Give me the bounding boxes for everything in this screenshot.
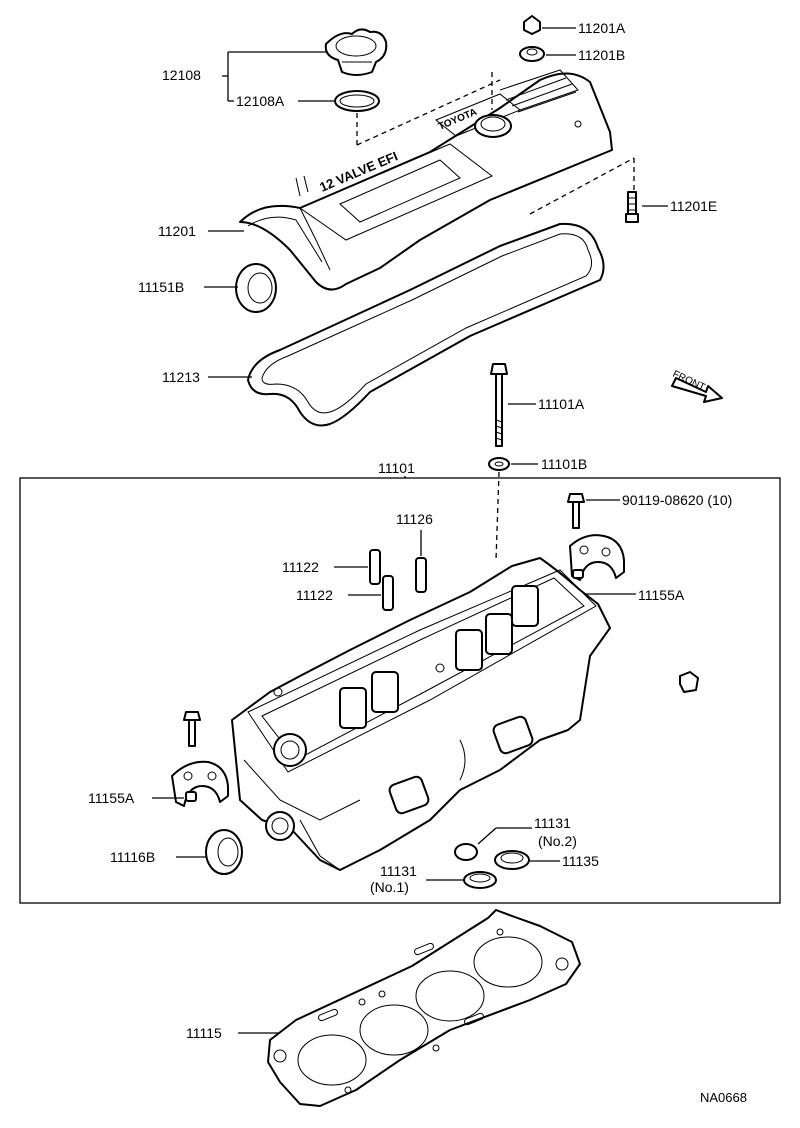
label-11131-no2-sub: (No.2)	[538, 833, 577, 849]
filler-cap-gasket	[334, 90, 380, 112]
valve-guide-11122-b	[382, 575, 394, 611]
camshaft-bearing-cap-right	[569, 534, 625, 581]
cylinder-head-cover: 12 VALVE EFI TOYOTA	[239, 69, 613, 291]
cylinder-head-assy-frame	[19, 477, 781, 904]
label-11201: 11201	[158, 223, 196, 239]
label-12108A: 12108A	[236, 93, 285, 109]
label-11131-no2: 11131	[534, 815, 571, 831]
cover-grommet	[519, 46, 545, 62]
label-11101: 11101	[378, 460, 415, 476]
camshaft-bearing-cap-left	[171, 760, 229, 807]
camshaft-seal-11116B	[205, 829, 243, 875]
label-11126: 11126	[396, 511, 433, 527]
head-bolt	[490, 363, 508, 447]
label-11122-a: 11122	[282, 559, 319, 575]
label-11155A-left: 11155A	[88, 790, 135, 806]
oil-filler-cap	[324, 28, 388, 76]
label-11122-b: 11122	[296, 587, 333, 603]
plug-11131-no2	[454, 843, 478, 861]
label-11115: 11115	[186, 1025, 222, 1041]
camshaft-oil-seal	[235, 263, 277, 313]
label-11155A-right: 11155A	[638, 587, 685, 603]
cover-gasket	[247, 222, 605, 427]
label-90119: 90119-08620 (10)	[622, 492, 732, 508]
label-11135: 11135	[562, 853, 599, 869]
label-11213: 11213	[162, 369, 200, 385]
plug-11131-no1	[463, 871, 497, 889]
cylinder-head	[231, 557, 611, 871]
label-11131-no1: 11131	[380, 863, 417, 879]
label-11101B: 11101B	[541, 456, 587, 472]
label-12108: 12108	[162, 67, 201, 83]
seal-11135	[494, 850, 530, 870]
label-11201A: 11201A	[578, 20, 626, 36]
label-11201E: 11201E	[670, 198, 717, 214]
label-11131-no1-sub: (No.1)	[370, 879, 409, 895]
valve-guide-11126	[415, 557, 427, 593]
bearing-cap-bolt-left	[183, 711, 201, 747]
label-11201B: 11201B	[578, 47, 625, 63]
front-arrow-icon	[671, 377, 723, 403]
head-plug	[679, 671, 699, 693]
label-11116B: 11116B	[110, 849, 155, 865]
bearing-cap-bolt	[567, 493, 585, 529]
label-11101A: 11101A	[538, 396, 585, 412]
cover-nut	[523, 15, 541, 35]
drawing-code: NA0668	[700, 1090, 747, 1105]
valve-guide-11122-a	[369, 549, 381, 585]
cover-stud-bolt	[625, 191, 639, 223]
head-bolt-washer	[488, 457, 510, 471]
label-11151B: 11151B	[138, 279, 184, 295]
head-gasket	[267, 909, 581, 1107]
